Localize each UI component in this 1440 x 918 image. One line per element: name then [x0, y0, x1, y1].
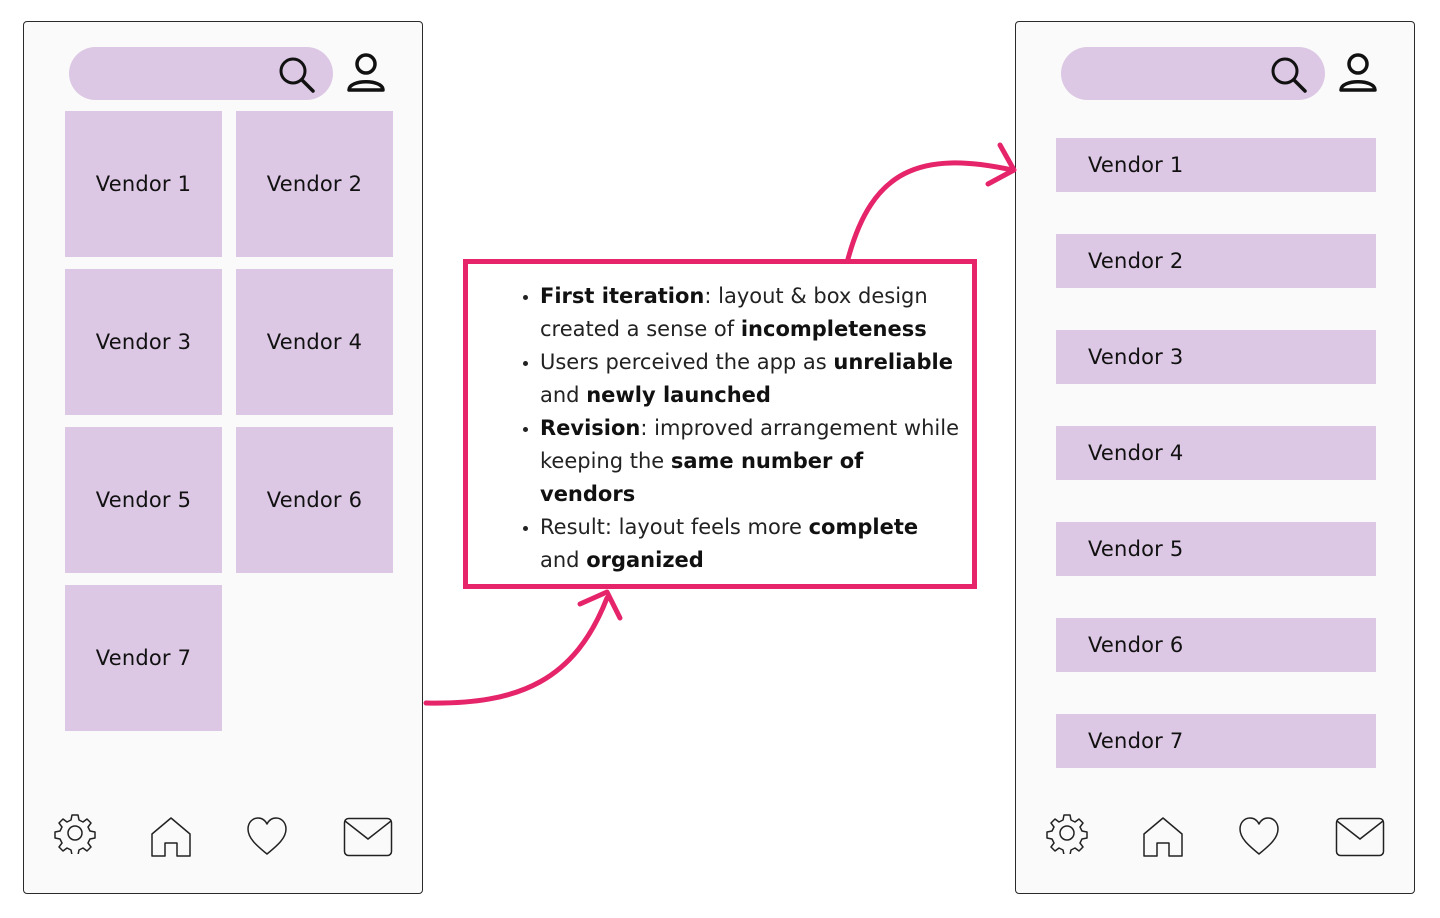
- vendor-row[interactable]: Vendor 5: [1056, 522, 1376, 576]
- phone-mockup-grid: Vendor 1 Vendor 2 Vendor 3 Vendor 4 Vend…: [23, 21, 423, 894]
- vendor-label: Vendor 3: [1088, 345, 1184, 369]
- vendor-tile[interactable]: Vendor 7: [65, 585, 222, 731]
- vendor-label: Vendor 6: [266, 488, 363, 512]
- vendor-label: Vendor 7: [95, 646, 192, 670]
- heart-icon[interactable]: [246, 816, 288, 856]
- mail-icon[interactable]: [343, 817, 393, 857]
- home-icon[interactable]: [150, 816, 192, 858]
- search-bar[interactable]: [69, 47, 333, 100]
- vendor-label: Vendor 5: [1088, 537, 1184, 561]
- settings-icon[interactable]: [1046, 812, 1088, 854]
- vendor-label: Vendor 1: [1088, 153, 1184, 177]
- vendor-label: Vendor 3: [95, 330, 192, 354]
- vendor-label: Vendor 5: [95, 488, 192, 512]
- vendor-row[interactable]: Vendor 2: [1056, 234, 1376, 288]
- heart-icon[interactable]: [1238, 816, 1280, 856]
- mail-icon[interactable]: [1335, 817, 1385, 857]
- vendor-label: Vendor 4: [266, 330, 363, 354]
- vendor-label: Vendor 2: [266, 172, 363, 196]
- profile-icon[interactable]: [1338, 52, 1378, 94]
- profile-icon[interactable]: [346, 52, 386, 94]
- vendor-label: Vendor 7: [1088, 729, 1184, 753]
- vendor-row[interactable]: Vendor 4: [1056, 426, 1376, 480]
- search-icon[interactable]: [277, 55, 317, 95]
- vendor-row[interactable]: Vendor 1: [1056, 138, 1376, 192]
- vendor-tile[interactable]: Vendor 4: [236, 269, 393, 415]
- callout-bullet-3: Revision: improved arrangement while kee…: [540, 412, 960, 511]
- vendor-row[interactable]: Vendor 3: [1056, 330, 1376, 384]
- search-icon[interactable]: [1269, 55, 1309, 95]
- callout-bullet-4: Result: layout feels more complete and o…: [540, 511, 960, 577]
- vendor-tile[interactable]: Vendor 3: [65, 269, 222, 415]
- phone-mockup-list: Vendor 1 Vendor 2 Vendor 3 Vendor 4 Vend…: [1015, 21, 1415, 894]
- vendor-label: Vendor 2: [1088, 249, 1184, 273]
- annotation-callout: First iteration: layout & box design cre…: [463, 259, 977, 589]
- vendor-tile[interactable]: Vendor 6: [236, 427, 393, 573]
- settings-icon[interactable]: [54, 812, 96, 854]
- callout-bullet-2: Users perceived the app as unreliable an…: [540, 346, 960, 412]
- vendor-tile[interactable]: Vendor 2: [236, 111, 393, 257]
- vendor-row[interactable]: Vendor 7: [1056, 714, 1376, 768]
- home-icon[interactable]: [1142, 816, 1184, 858]
- vendor-label: Vendor 4: [1088, 441, 1184, 465]
- vendor-tile[interactable]: Vendor 1: [65, 111, 222, 257]
- arrowhead-right: [985, 142, 1017, 187]
- arrowhead-left: [577, 589, 623, 621]
- vendor-label: Vendor 1: [95, 172, 192, 196]
- arrow-left-to-callout: [423, 595, 610, 706]
- arrow-callout-to-right: [845, 160, 1015, 262]
- vendor-row[interactable]: Vendor 6: [1056, 618, 1376, 672]
- callout-list: First iteration: layout & box design cre…: [516, 280, 960, 577]
- vendor-label: Vendor 6: [1088, 633, 1184, 657]
- search-bar[interactable]: [1061, 47, 1325, 100]
- callout-bullet-1: First iteration: layout & box design cre…: [540, 280, 960, 346]
- vendor-tile[interactable]: Vendor 5: [65, 427, 222, 573]
